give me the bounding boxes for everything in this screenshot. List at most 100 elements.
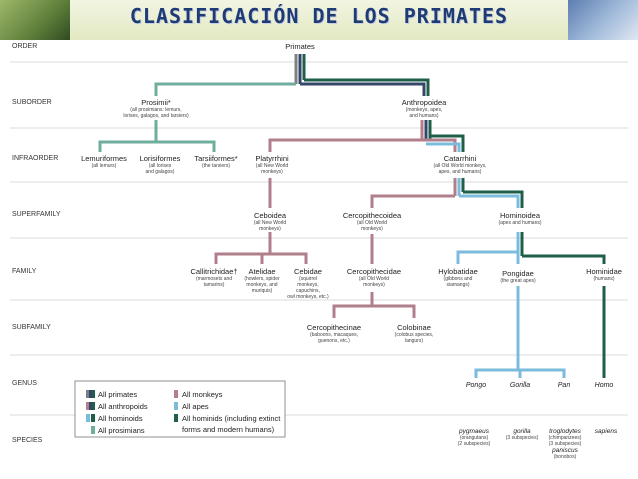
legend-all-apes: All apes	[182, 402, 209, 411]
rank-subfamily: SUBFAMILY	[12, 324, 51, 331]
legend-swatch-hominoids	[86, 414, 95, 422]
node-colobinae-note: (colobus species,	[395, 332, 434, 338]
node-platyrrhini: Platyrrhini	[255, 154, 289, 163]
node-platyrrhini-note: (all New World	[256, 163, 289, 169]
legend-all-anthropoids: All anthropoids	[98, 402, 148, 411]
node-callitrichidae-note: tamarins)	[204, 282, 225, 288]
node-lorisiformes: Lorisiformes	[140, 154, 181, 163]
species-pygmaeus-note: (orangutans)	[460, 435, 489, 441]
legend-all-monkeys: All monkeys	[182, 390, 223, 399]
legend-swatch-anthropoids	[86, 402, 95, 410]
node-lorisiformes-note: (all lorises	[149, 163, 172, 169]
legend-all-hominoids: All hominoids	[98, 414, 143, 423]
node-colobinae: Colobinae	[397, 323, 431, 332]
node-platyrrhini-note: monkeys)	[261, 169, 283, 175]
tree-connectors	[98, 54, 606, 378]
node-catarrhini: Catarrhini	[444, 154, 477, 163]
node-hominoidea-note: (apes and humans)	[498, 220, 541, 226]
node-cercopithecinae-note: (baboons, macaques,	[310, 332, 358, 338]
legend-all-primates: All primates	[98, 390, 137, 399]
legend-all-prosimians: All prosimians	[98, 426, 145, 435]
node-ceboidea-note: monkeys)	[259, 226, 281, 232]
banner-photo-right	[568, 0, 638, 40]
node-ceboidea: Ceboidea	[254, 211, 287, 220]
node-catarrhini-note: (all Old World monkeys,	[434, 163, 487, 169]
node-primates: Primates	[285, 42, 315, 51]
species-paniscus: paniscus	[551, 447, 578, 454]
legend-swatch-hominids	[174, 414, 178, 422]
species-pygmaeus: pygmaeus	[458, 428, 490, 435]
node-prosimii: Prosimii*	[141, 98, 171, 107]
node-cercopithecidae-note: (all Old World	[359, 276, 389, 282]
node-hominoidea: Hominoidea	[500, 211, 541, 220]
species-labels: pygmaeus (orangutans) (2 subspecies) gor…	[458, 428, 618, 460]
node-atelidae: Atelidae	[248, 267, 275, 276]
rank-suborder: SUBORDER	[12, 99, 52, 106]
node-lorisiformes-note: and galagos)	[146, 169, 175, 175]
node-cercopithecoidea-note: (all Old World	[357, 220, 387, 226]
node-cercopithecinae-note: guenons, etc.)	[318, 338, 350, 344]
node-colobinae-note: langurs)	[405, 338, 423, 344]
rank-genus: GENUS	[12, 380, 37, 387]
species-troglodytes: troglodytes	[549, 428, 582, 435]
node-cebidae-note: capuchins,	[296, 288, 320, 294]
legend-swatch-primates	[86, 390, 95, 398]
node-hylobatidae-note: siamangs)	[446, 282, 469, 288]
node-tarsiiformes-note: (the tarsiers)	[202, 163, 230, 169]
node-lemuriformes-note: (all lemurs)	[92, 163, 117, 169]
rank-superfamily: SUPERFAMILY	[12, 211, 61, 218]
species-gorilla: gorilla	[513, 428, 531, 435]
genus-labels: Pongo Gorilla Pan Homo	[466, 382, 614, 389]
rank-infraorder: INFRAORDER	[12, 155, 58, 162]
title-banner: CLASIFICACIÓN DE LOS PRIMATES	[0, 0, 638, 41]
species-paniscus-note: (bonobos)	[554, 454, 577, 460]
species-sapiens: sapiens	[595, 428, 618, 435]
node-pongidae-note: (the great apes)	[500, 278, 536, 284]
node-hominidae-note: (humans)	[593, 276, 614, 282]
species-gorilla-note: (3 subspecies)	[506, 435, 539, 441]
node-cercopithecidae: Cercopithecidae	[347, 267, 401, 276]
node-prosimii-note: (all prosimians: lemurs,	[130, 107, 181, 113]
genus-homo: Homo	[595, 382, 614, 389]
rank-species: SPECIES	[12, 437, 43, 444]
node-cercopithecoidea: Cercopithecoidea	[343, 211, 402, 220]
node-cercopithecinae: Cercopithecinae	[307, 323, 361, 332]
species-troglodytes-note: (chimpanzees)	[549, 435, 582, 441]
node-anthropoidea: Anthropoidea	[402, 98, 447, 107]
legend-swatch-apes	[174, 402, 178, 410]
banner-photo-left	[0, 0, 70, 40]
node-hominidae: Hominidae	[586, 267, 622, 276]
legend-all-hominids: All hominids (including extinct	[182, 414, 281, 423]
node-callitrichidae-note: (marmosets and	[196, 276, 232, 282]
node-atelidae-note: muriquis)	[252, 288, 273, 294]
legend-all-hominids-cont: forms and modern humans)	[182, 425, 275, 434]
rank-grid-lines	[10, 61, 628, 416]
genus-pan: Pan	[558, 382, 571, 389]
species-troglodytes-note: (3 subspecies)	[549, 441, 582, 447]
node-lemuriformes: Lemuriformes	[81, 154, 127, 163]
page-title: CLASIFICACIÓN DE LOS PRIMATES	[129, 4, 509, 28]
legend: All primates All anthropoids All hominoi…	[74, 380, 286, 438]
node-atelidae-note: monkeys, and	[246, 282, 277, 288]
legend-swatch-prosimians	[91, 426, 95, 434]
genus-gorilla: Gorilla	[510, 382, 530, 389]
species-pygmaeus-note: (2 subspecies)	[458, 441, 491, 447]
node-cebidae-note: (squirrel	[299, 276, 317, 282]
node-hylobatidae-note: (gibbons and	[444, 276, 473, 282]
rank-order: ORDER	[12, 43, 37, 50]
node-cebidae: Cebidae	[294, 267, 322, 276]
node-catarrhini-note: apes, and humans)	[439, 169, 482, 175]
node-callitrichidae: Callitrichidae†	[190, 267, 237, 276]
legend-swatch-monkeys	[174, 390, 178, 398]
rank-labels: ORDER SUBORDER INFRAORDER SUPERFAMILY FA…	[12, 43, 61, 444]
node-hylobatidae: Hylobatidae	[438, 267, 478, 276]
node-cebidae-note: owl monkeys, etc.)	[287, 294, 329, 300]
node-ceboidea-note: (all New World	[254, 220, 287, 226]
node-cercopithecoidea-note: monkeys)	[361, 226, 383, 232]
node-anthropoidea-note: and humans)	[409, 113, 439, 119]
node-anthropoidea-note: (monkeys, apes,	[406, 107, 443, 113]
genus-pongo: Pongo	[466, 382, 486, 389]
taxon-nodes: Primates Prosimii* (all prosimians: lemu…	[81, 42, 622, 344]
rank-family: FAMILY	[12, 268, 37, 275]
